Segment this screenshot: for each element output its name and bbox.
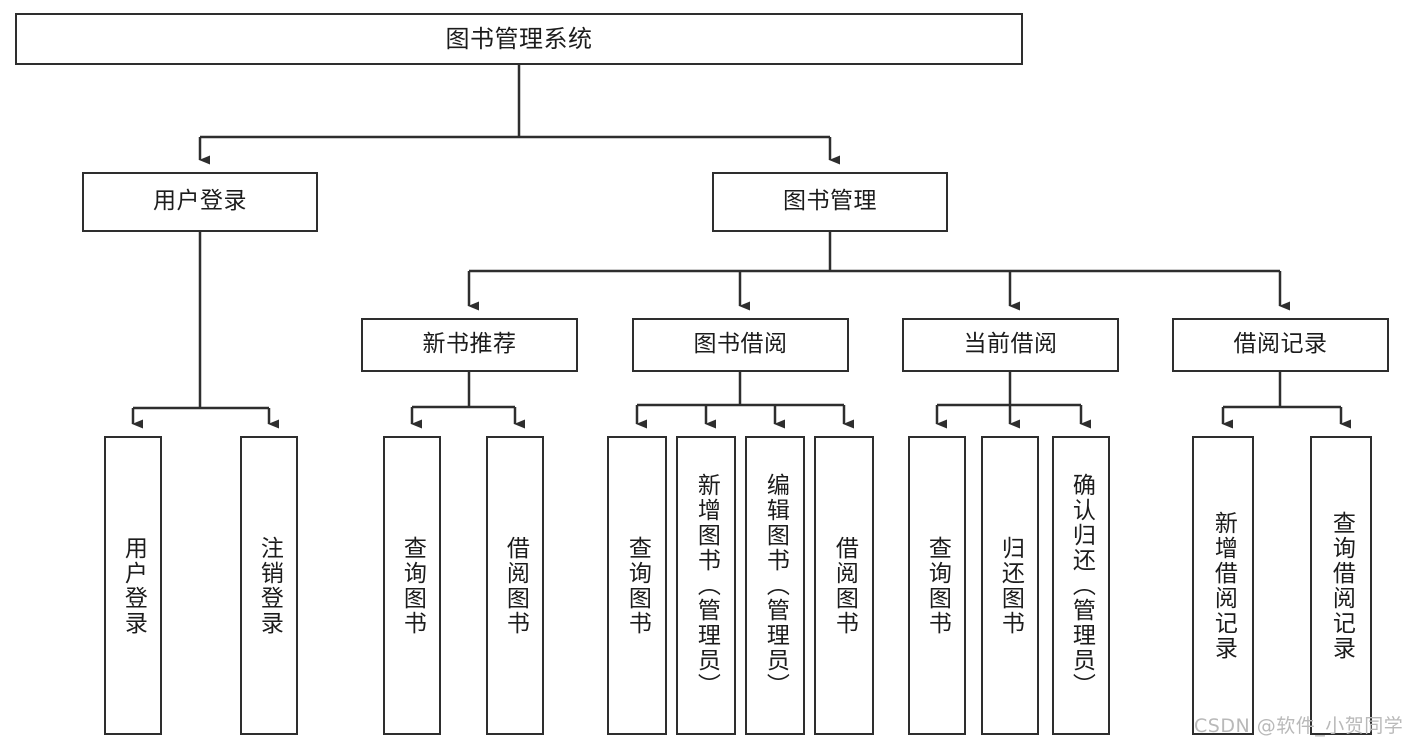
node-leaf-user-login[interactable]: 用户登录 (104, 436, 162, 735)
node-leaf-add-book[interactable]: 新增图书（管理员） (676, 436, 736, 735)
node-leaf-query-book-3[interactable]: 查询图书 (908, 436, 966, 735)
node-leaf-add-book-label: 新增图书（管理员） (693, 473, 720, 698)
node-leaf-logout-login[interactable]: 注销登录 (240, 436, 298, 735)
node-borrow-record[interactable]: 借阅记录 (1172, 318, 1389, 372)
node-new-book-recommend[interactable]: 新书推荐 (361, 318, 578, 372)
node-leaf-borrow-book-1-label: 借阅图书 (502, 535, 529, 636)
node-leaf-return-book[interactable]: 归还图书 (981, 436, 1039, 735)
node-leaf-query-record-label: 查询借阅记录 (1328, 510, 1355, 661)
node-root[interactable]: 图书管理系统 (15, 13, 1023, 65)
node-leaf-query-book-1-label: 查询图书 (399, 535, 426, 636)
node-leaf-query-book-2-label: 查询图书 (624, 535, 651, 636)
node-book-borrow-label: 图书借阅 (693, 331, 788, 358)
node-current-borrow-label: 当前借阅 (963, 331, 1058, 358)
node-leaf-confirm-return-label: 确认归还（管理员） (1068, 473, 1095, 698)
node-leaf-user-login-label: 用户登录 (120, 535, 147, 636)
node-leaf-add-record-label: 新增借阅记录 (1210, 510, 1237, 661)
node-leaf-confirm-return[interactable]: 确认归还（管理员） (1052, 436, 1110, 735)
node-book-borrow[interactable]: 图书借阅 (632, 318, 849, 372)
node-leaf-logout-login-label: 注销登录 (256, 535, 283, 636)
node-leaf-borrow-book-1[interactable]: 借阅图书 (486, 436, 544, 735)
node-book-manage-label: 图书管理 (783, 188, 877, 215)
node-borrow-record-label: 借阅记录 (1233, 331, 1328, 358)
node-current-borrow[interactable]: 当前借阅 (902, 318, 1119, 372)
node-leaf-query-book-1[interactable]: 查询图书 (383, 436, 441, 735)
node-leaf-add-record[interactable]: 新增借阅记录 (1192, 436, 1254, 735)
node-leaf-query-record[interactable]: 查询借阅记录 (1310, 436, 1372, 735)
node-user-login[interactable]: 用户登录 (82, 172, 318, 232)
node-book-manage[interactable]: 图书管理 (712, 172, 948, 232)
node-new-book-recommend-label: 新书推荐 (422, 331, 517, 358)
node-leaf-borrow-book-2-label: 借阅图书 (831, 535, 858, 636)
node-leaf-query-book-2[interactable]: 查询图书 (607, 436, 667, 735)
node-leaf-query-book-3-label: 查询图书 (924, 535, 951, 636)
node-leaf-edit-book[interactable]: 编辑图书（管理员） (745, 436, 805, 735)
node-leaf-edit-book-label: 编辑图书（管理员） (762, 473, 789, 698)
node-leaf-borrow-book-2[interactable]: 借阅图书 (814, 436, 874, 735)
node-root-label: 图书管理系统 (445, 24, 593, 53)
node-user-login-label: 用户登录 (153, 188, 247, 215)
node-leaf-return-book-label: 归还图书 (997, 535, 1024, 636)
